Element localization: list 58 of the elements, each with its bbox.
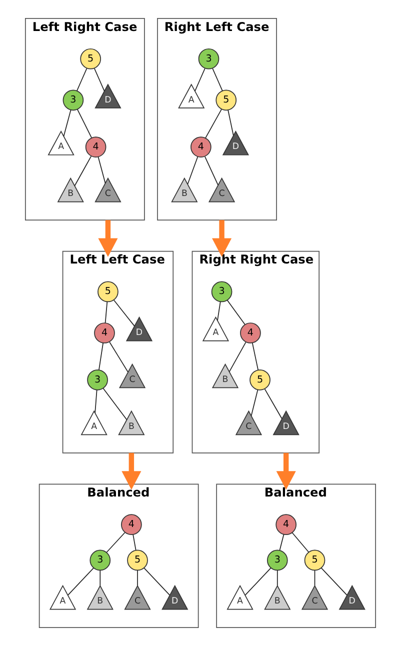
connector (109, 342, 128, 372)
connector (94, 68, 105, 92)
connector (74, 156, 92, 186)
connector (100, 570, 101, 586)
connector (132, 534, 136, 551)
connector (106, 532, 126, 553)
connector (102, 388, 128, 420)
node-circle: 5 (250, 369, 270, 390)
connector (194, 68, 206, 92)
arrow (276, 452, 296, 490)
connector (76, 68, 88, 92)
connector (250, 389, 258, 416)
connector (98, 156, 106, 184)
node-circle: 5 (216, 90, 237, 111)
connector (104, 301, 108, 324)
connector (228, 110, 234, 136)
connector (279, 534, 284, 551)
node-circle: 4 (240, 322, 261, 344)
connector (320, 568, 348, 596)
connector (144, 568, 170, 596)
node-circle: 4 (190, 136, 212, 158)
connector (137, 570, 138, 586)
node-circle: 4 (276, 514, 296, 535)
connector (292, 532, 310, 553)
connector (217, 301, 221, 321)
connector (187, 156, 198, 185)
connector (68, 568, 94, 596)
node-circle: 4 (94, 322, 115, 344)
node-circle: 5 (80, 48, 102, 70)
node-circle: 3 (90, 550, 111, 571)
node-circle: 4 (121, 514, 142, 535)
connector (244, 568, 272, 596)
node-circle: 3 (211, 281, 232, 302)
node-circle: 3 (266, 550, 288, 571)
connector (98, 342, 104, 370)
arrow (212, 220, 232, 257)
connector (205, 108, 222, 138)
connector (276, 570, 278, 586)
arrow (98, 220, 118, 257)
connector (212, 68, 223, 92)
connector (314, 570, 316, 586)
node-circle: 3 (198, 48, 220, 70)
connector (94, 389, 98, 414)
connector (228, 342, 246, 372)
connector (76, 108, 92, 138)
node-circle: 4 (85, 136, 106, 158)
node-circle: 5 (304, 550, 326, 571)
connector (226, 300, 246, 325)
node-circle: 5 (127, 550, 148, 571)
node-circle: 3 (87, 369, 108, 390)
node-circle: 5 (98, 281, 118, 302)
connector (204, 156, 218, 186)
connector (264, 388, 282, 420)
node-circle: 3 (62, 90, 84, 111)
connector (114, 300, 135, 326)
arrow (122, 452, 142, 490)
connector (63, 110, 72, 137)
connector (252, 342, 259, 370)
